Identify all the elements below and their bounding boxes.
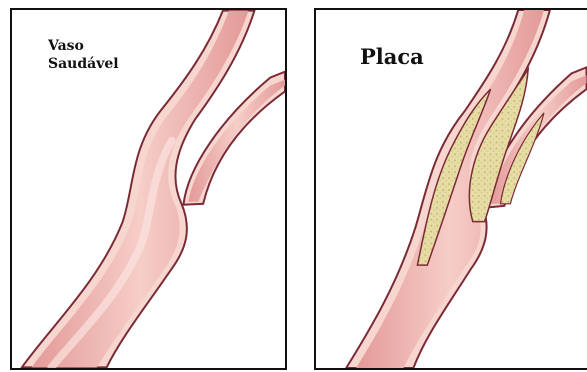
- healthy-label-line-2: Saudável: [48, 56, 119, 74]
- plaque-label: Placa: [360, 44, 424, 70]
- healthy-vessel-label: Vaso Saudável: [48, 38, 119, 73]
- plaque-vessel-panel: Placa: [314, 8, 587, 370]
- healthy-label-line-1: Vaso: [48, 38, 119, 56]
- healthy-vessel-panel: Vaso Saudável: [10, 8, 287, 370]
- plaque-vessel-illustration: [316, 10, 587, 368]
